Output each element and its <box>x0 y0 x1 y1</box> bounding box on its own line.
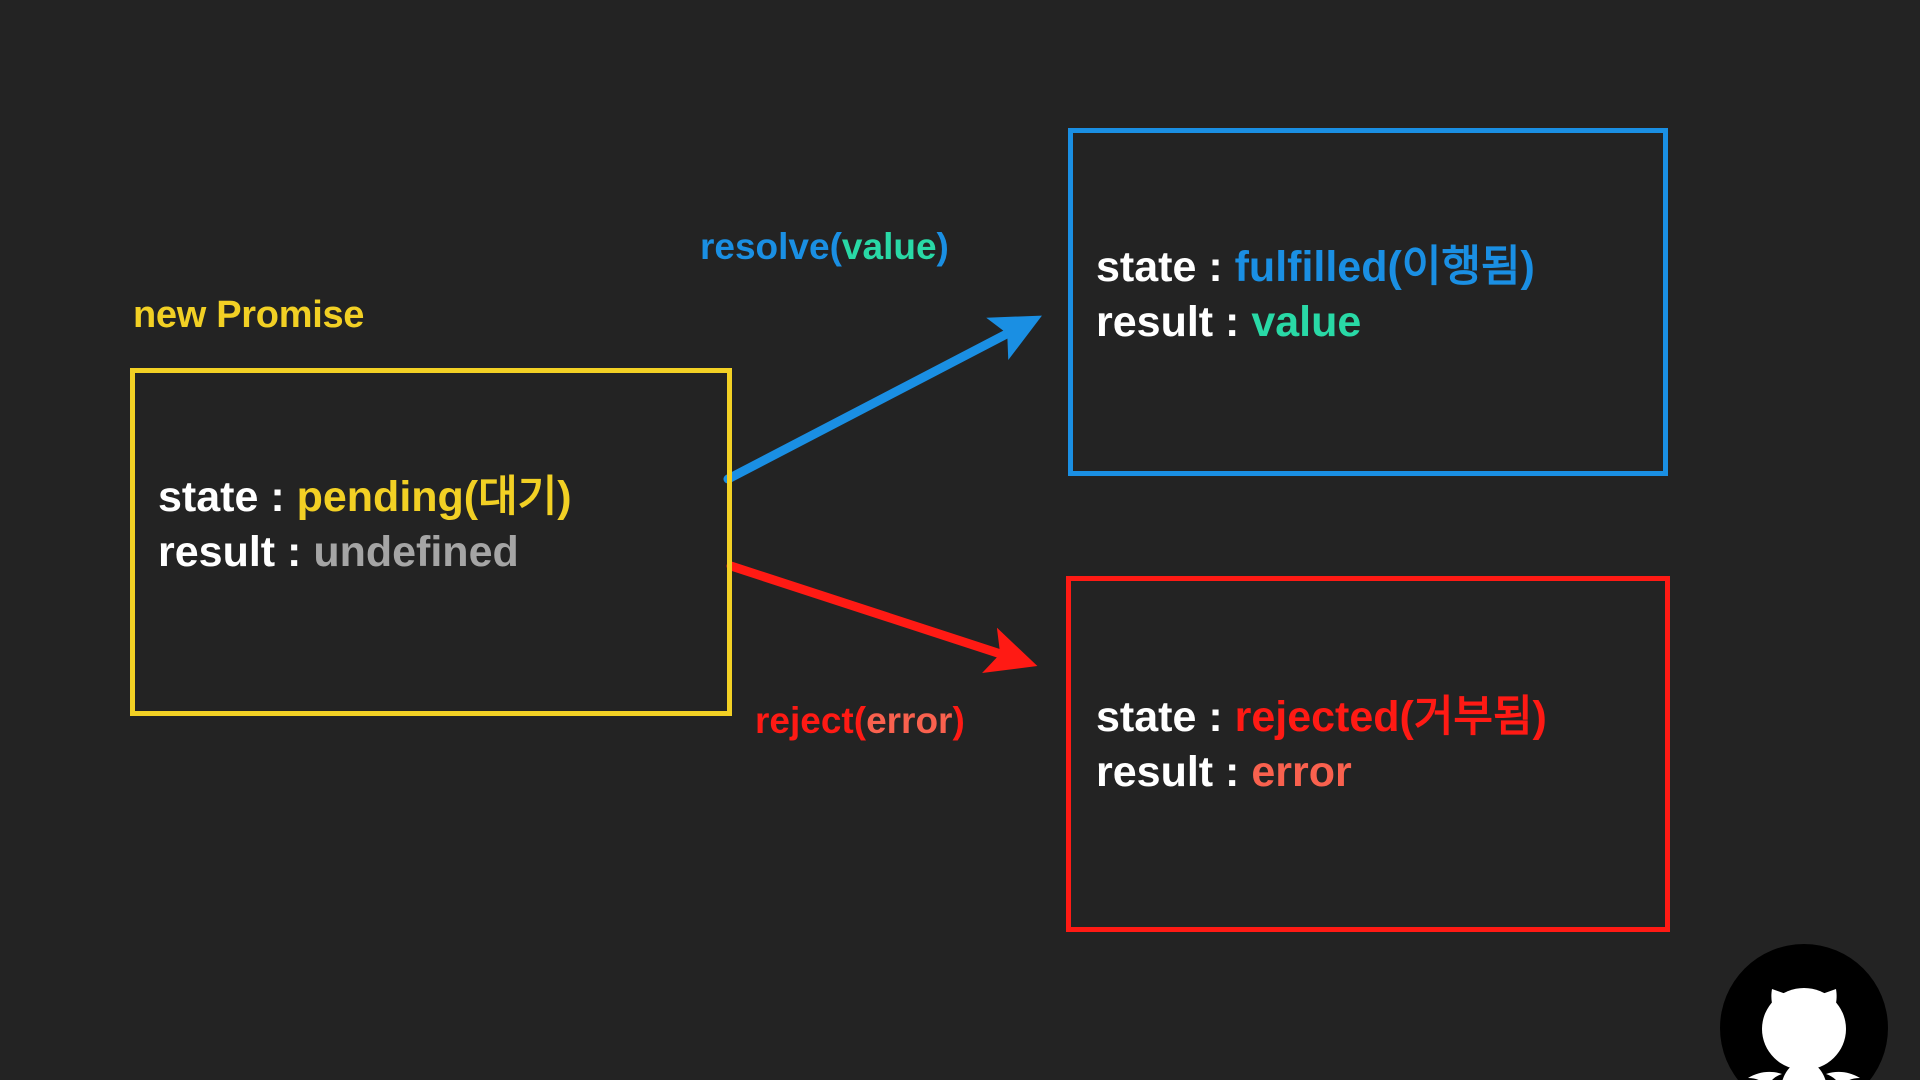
reject-label-argument: error <box>866 700 953 741</box>
pending-result-key: result <box>158 528 276 577</box>
pending-state-separator: : <box>258 473 297 521</box>
pending-box-rows: state : pending(대기) result : undefined <box>158 470 572 580</box>
rejected-result-separator: : <box>1213 748 1252 797</box>
reject-label-suffix: ) <box>952 700 965 741</box>
rejected-box-rows: state : rejected(거부됨) result : error <box>1096 690 1547 800</box>
pending-result-separator: : <box>275 528 314 577</box>
rejected-state-row: state : rejected(거부됨) <box>1096 690 1547 745</box>
devil-mascot-logo <box>1720 944 1888 1080</box>
reject-label-prefix: reject( <box>755 700 867 741</box>
resolve-arrow-label: resolve(value) <box>700 226 949 268</box>
fulfilled-state-box <box>1068 128 1668 476</box>
fulfilled-state-value: fulfilled(이행됨) <box>1234 243 1535 291</box>
resolve-arrow <box>723 315 1042 484</box>
rejected-result-value: error <box>1251 748 1352 797</box>
rejected-state-separator: : <box>1196 693 1235 741</box>
rejected-result-key: result <box>1096 748 1214 797</box>
rejected-state-key: state <box>1096 693 1197 741</box>
reject-arrow <box>726 561 1038 674</box>
pending-box-heading: new Promise <box>133 294 365 336</box>
rejected-result-row: result : error <box>1096 745 1547 800</box>
rejected-state-value: rejected(거부됨) <box>1234 693 1547 741</box>
pending-state-value: pending(대기) <box>296 473 572 521</box>
pending-state-key: state <box>158 473 259 521</box>
fulfilled-state-row: state : fulfilled(이행됨) <box>1096 240 1535 295</box>
pending-result-row: result : undefined <box>158 525 572 580</box>
fulfilled-result-row: result : value <box>1096 295 1535 350</box>
fulfilled-result-key: result <box>1096 298 1214 347</box>
fulfilled-result-value: value <box>1251 298 1362 347</box>
resolve-label-suffix: ) <box>936 226 949 267</box>
pending-state-box <box>130 368 732 716</box>
reject-arrow-label: reject(error) <box>755 700 965 742</box>
resolve-label-prefix: resolve( <box>700 226 842 267</box>
devil-mascot-icon <box>1748 988 1860 1080</box>
fulfilled-state-separator: : <box>1196 243 1235 291</box>
fulfilled-box-rows: state : fulfilled(이행됨) result : value <box>1096 240 1535 350</box>
fulfilled-state-key: state <box>1096 243 1197 291</box>
fulfilled-result-separator: : <box>1213 298 1252 347</box>
pending-result-value: undefined <box>313 528 519 577</box>
resolve-label-argument: value <box>841 226 937 267</box>
rejected-state-box <box>1066 576 1670 932</box>
pending-state-row: state : pending(대기) <box>158 470 572 525</box>
